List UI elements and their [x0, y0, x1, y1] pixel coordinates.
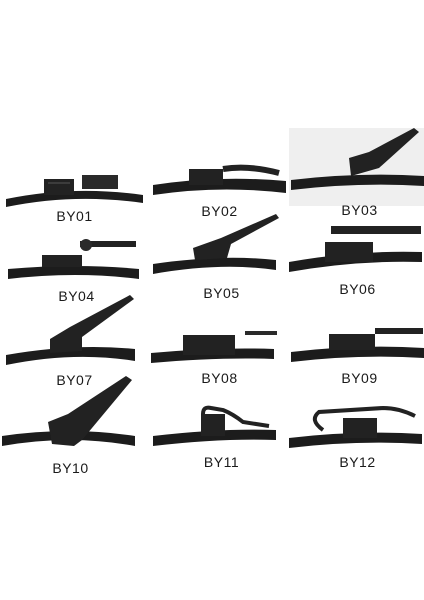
product-label: BY10	[52, 460, 89, 476]
wiper-blade-by11-icon	[153, 405, 276, 446]
product-cell-by05: BY05	[151, 208, 292, 301]
wiper-blade-by05-icon	[153, 214, 279, 274]
product-cell-by01: BY01	[4, 145, 145, 237]
product-label: BY09	[341, 370, 378, 386]
product-cell-by04: BY04	[6, 235, 147, 327]
wiper-blade-by08-icon	[151, 331, 277, 363]
product-label: BY11	[203, 454, 240, 470]
wiper-blade-by02-icon	[153, 164, 286, 195]
product-label: BY01	[56, 208, 93, 224]
product-label: BY08	[201, 370, 238, 386]
product-cell-by12: BY12	[287, 400, 424, 492]
product-cell-by10: BY10	[0, 374, 141, 476]
product-cell-by06: BY06	[287, 226, 424, 318]
product-cell-by08: BY08	[149, 325, 290, 417]
product-label: BY04	[58, 288, 95, 304]
wiper-blade-by03-icon	[289, 128, 424, 206]
wiper-blade-by06-icon	[289, 226, 422, 272]
product-label: BY12	[339, 454, 376, 470]
product-label: BY06	[339, 281, 376, 297]
product-label: BY05	[203, 285, 240, 301]
wiper-blade-by12-icon	[289, 405, 422, 448]
wiper-blade-by09-icon	[291, 328, 424, 362]
product-label: BY07	[56, 372, 93, 388]
product-cell-by07: BY07	[4, 293, 145, 388]
product-cell-by02: BY02	[149, 145, 290, 237]
product-label: BY02	[201, 203, 238, 219]
product-cell-by11: BY11	[151, 400, 292, 492]
product-cell-by03: BY03	[289, 128, 424, 220]
wiper-blade-by04-icon	[8, 239, 139, 279]
wiper-blade-by01-icon	[6, 175, 143, 207]
product-cell-by09: BY09	[289, 322, 424, 414]
product-label: BY03	[341, 202, 378, 218]
wiper-blade-by10-icon	[2, 376, 135, 446]
wiper-blade-by07-icon	[6, 295, 135, 365]
